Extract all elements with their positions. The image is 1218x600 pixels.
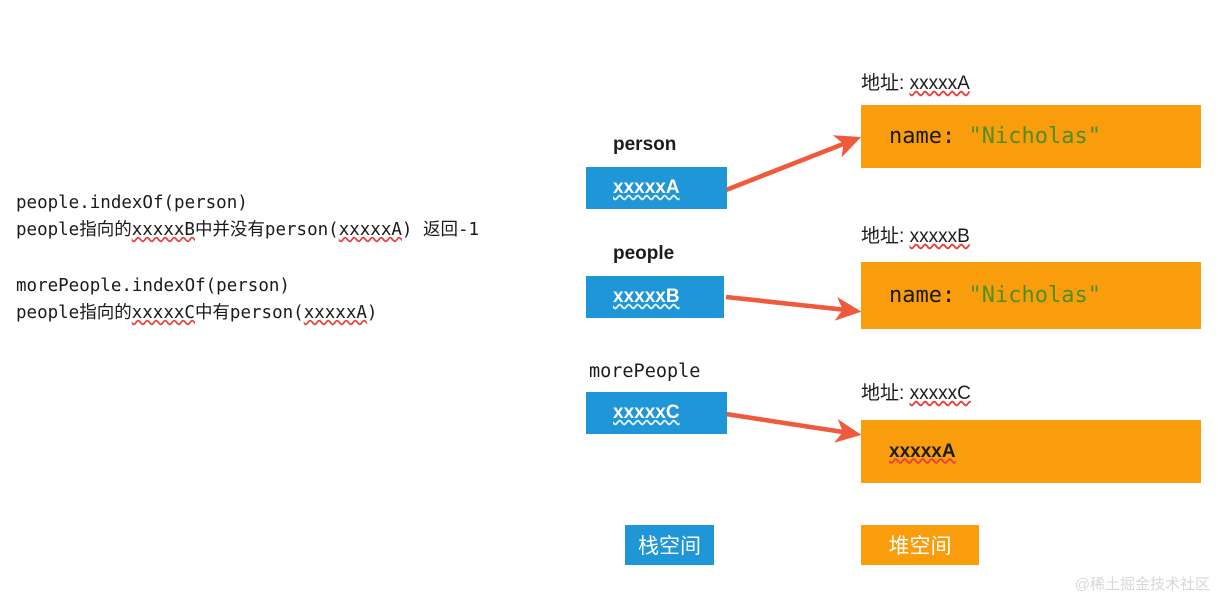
code-token: morePeople.indexOf(person): [16, 276, 290, 296]
code-token-misspelled: xxxxxA: [303, 303, 367, 323]
legend-stack-space: 栈空间: [625, 525, 714, 565]
heap-address-label-a: 地址: xxxxxA: [861, 68, 970, 95]
heap-address-label-c: 地址: xxxxxC: [861, 378, 971, 405]
heap-box-a[interactable]: name: "Nicholas": [861, 105, 1201, 168]
stack-label-person: person: [613, 134, 677, 155]
arrow-person-to-heap-a: [725, 135, 862, 193]
stack-value-morepeople: xxxxxC: [613, 402, 680, 423]
heap-address-prefix-b: 地址:: [861, 226, 910, 247]
heap-box-c[interactable]: xxxxxA: [861, 420, 1201, 483]
stack-value-people: xxxxxB: [613, 286, 680, 307]
watermark: @稀土掘金技术社区: [1074, 576, 1210, 593]
heap-address-prefix-c: 地址:: [861, 383, 910, 404]
heap-object-key-a: name:: [889, 124, 969, 149]
code-explanation-block-2: morePeople.indexOf(person)people指向的xxxxx…: [16, 273, 377, 327]
code-explanation-block-1: people.indexOf(person) people指向的xxxxxB中并没…: [16, 190, 479, 244]
code-token-misspelled: xxxxxA: [338, 220, 402, 240]
heap-object-a: name: "Nicholas": [861, 124, 1101, 149]
code-token: 中有person(: [194, 303, 304, 323]
code-line: people指向的xxxxxB中并没有person(xxxxxA) 返回-1: [16, 217, 479, 244]
heap-address-label-b: 地址: xxxxxB: [861, 221, 970, 248]
heap-address-value-a: xxxxxA: [909, 73, 970, 94]
stack-label-morepeople: morePeople: [589, 361, 701, 382]
code-line: people指向的xxxxxC中有person(xxxxxA): [16, 300, 377, 327]
stack-box-people[interactable]: xxxxxB: [586, 276, 724, 318]
arrow-morepeople-to-heap-c: [725, 411, 862, 443]
stack-label-people: people: [613, 243, 675, 264]
heap-address-value-b: xxxxxB: [909, 226, 970, 247]
stack-box-person[interactable]: xxxxxA: [586, 167, 727, 209]
heap-object-string-a: "Nicholas": [968, 124, 1101, 149]
heap-object-string-b: "Nicholas": [968, 283, 1101, 308]
heap-address-value-c: xxxxxC: [909, 383, 971, 404]
stack-box-morepeople[interactable]: xxxxxC: [586, 392, 727, 434]
heap-box-b[interactable]: name: "Nicholas": [861, 262, 1201, 329]
code-token: people指向的: [16, 220, 132, 240]
code-line: people.indexOf(person): [16, 190, 479, 217]
code-token: people指向的: [16, 303, 132, 323]
code-token: ) 返回-1: [401, 220, 480, 240]
code-token-misspelled: xxxxxC: [131, 303, 195, 323]
heap-object-b: name: "Nicholas": [861, 283, 1101, 308]
heap-value-c: xxxxxA: [889, 440, 956, 462]
heap-object-key-b: name:: [889, 283, 969, 308]
code-token: ): [366, 303, 378, 323]
code-token-misspelled: xxxxxB: [131, 220, 195, 240]
code-line: morePeople.indexOf(person): [16, 273, 377, 300]
stack-value-person: xxxxxA: [613, 177, 680, 198]
code-token: 中并没有person(: [194, 220, 339, 240]
arrow-people-to-heap-b: [725, 294, 862, 321]
heap-address-prefix-a: 地址:: [861, 73, 910, 94]
code-token: people.indexOf(person): [16, 193, 248, 213]
legend-heap-space: 堆空间: [861, 525, 979, 565]
